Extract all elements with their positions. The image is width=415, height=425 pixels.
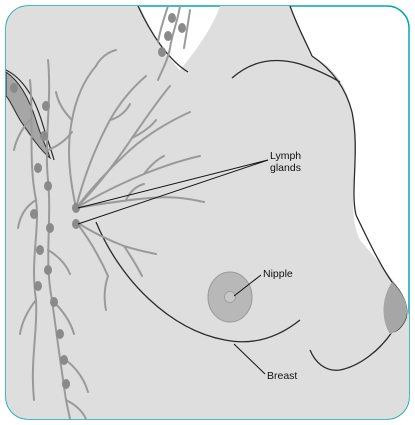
label-lymph-glands-line1: Lymph <box>270 150 301 162</box>
label-lymph-glands-line2: glands <box>270 162 301 174</box>
nipple <box>225 292 236 303</box>
label-nipple: Nipple <box>263 268 293 280</box>
label-breast: Breast <box>267 370 297 382</box>
